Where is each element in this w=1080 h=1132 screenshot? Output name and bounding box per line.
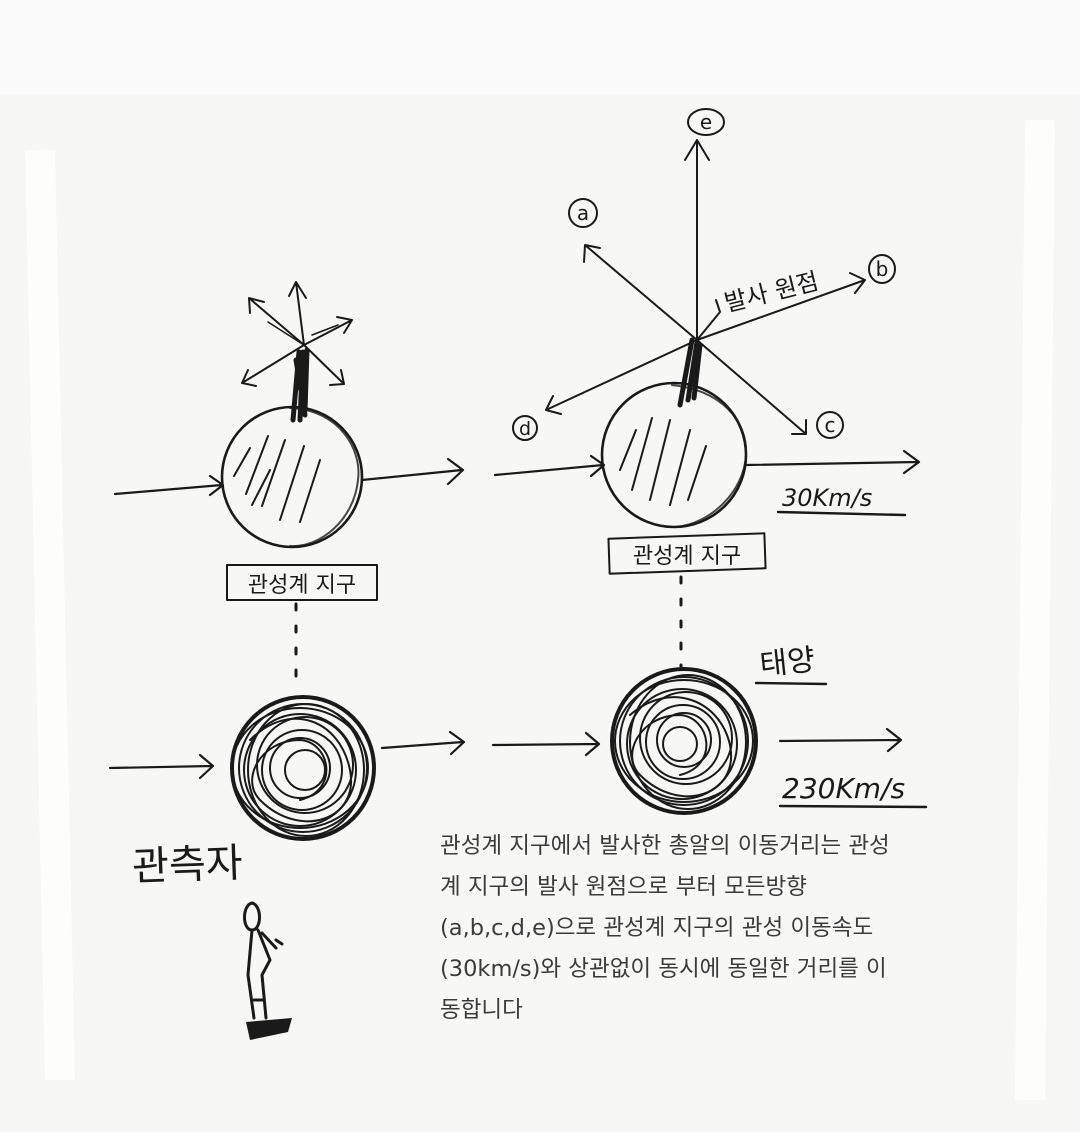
right-frame-label: 관성계 지구 [633,544,741,569]
dir-a-label: a [577,201,589,225]
arrow-e [684,139,710,341]
caption-line-3: (a,b,c,d,e)으로 관성계 지구의 관성 이동속도 [440,915,874,941]
caption-line-2: 계 지구의 발사 원점으로 부터 모든방향 [440,874,807,900]
right-earth-in-arrow [493,454,606,478]
sun-label: 태양 [758,642,817,683]
caption-line-1: 관성계 지구에서 발사한 총알의 이동거리는 관성 [440,833,890,859]
left-frame-label: 관성계 지구 [248,573,356,598]
right-frame-label-box [607,532,767,575]
caption-line-5: 동합니다 [440,997,523,1023]
direction-labels: e a b c d [512,108,896,441]
caption-line-4: (30km/s)와 상관없이 동시에 동일한 거리를 이 [440,956,887,982]
left-sun-group [108,695,466,841]
observer-figure [243,901,284,1020]
arrow-origin-short [696,299,721,341]
arrow-b [696,272,866,341]
sun-label-underline [754,681,828,686]
dir-c-label: c [825,413,836,437]
sun-speed-label: 230Km/s [782,772,905,805]
observer-ground [246,1018,292,1040]
left-frame-label-box [226,564,378,601]
arrow-d [545,339,698,415]
right-sun-ball [610,667,758,815]
left-burst-arrows [241,281,353,387]
left-earth-hatching [233,435,321,523]
right-sun-out-arrow [778,727,903,753]
left-sun-out-arrow [380,730,466,756]
earth-speed-label: 30Km/s [782,484,872,512]
arrow-c [696,339,807,435]
left-earth-out-arrow [360,457,465,486]
earth-speed-underline [776,510,907,517]
left-earth-group: 관성계 지구 [113,281,465,692]
arrow-a [583,244,698,341]
dir-e-label: e [700,110,712,134]
right-shooter-figure [677,337,703,408]
observer-label: 관측자 [131,840,243,890]
caption-text: 관성계 지구에서 발사한 총알의 이동거리는 관성 계 지구의 발사 원점으로 … [440,826,1040,1031]
right-earth-hatching [619,417,707,506]
left-earth-in-arrow [113,474,225,497]
right-sun-scribble [614,674,754,810]
right-earth-out-arrow [744,449,921,475]
right-sun-group: 태양 230Km/s [491,642,928,815]
sun-speed-underline [778,804,928,809]
observer-group: 관측자 [131,840,292,1040]
direction-arrows [545,139,866,435]
dir-b-label: b [876,257,889,281]
dir-d-label: d [519,418,531,440]
left-sun-in-arrow [108,753,215,780]
left-shooter-figure [290,347,310,423]
left-sun-scribble [231,703,369,837]
right-sun-in-arrow [491,731,601,757]
